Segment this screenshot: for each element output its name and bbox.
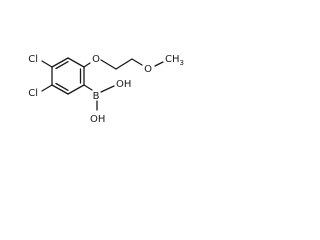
bond-to-cl-top	[41, 60, 53, 68]
ring-bond-bottom-right	[67, 84, 85, 95]
bond-methoxy-o-to-ch3	[154, 61, 164, 67]
benzene-ring	[51, 57, 85, 95]
ring-bond-top-left	[51, 57, 69, 68]
atom-labels: Cl Cl O O CH3 B OH OH	[28, 54, 184, 125]
ring-bond-bottom-left	[51, 84, 69, 95]
hydroxyl-label-right: OH	[116, 79, 131, 90]
substituent-bonds	[41, 58, 164, 111]
bond-ch2-to-methoxy-o	[131, 58, 143, 66]
bond-ring-to-ether-o	[83, 62, 91, 68]
bond-to-cl-bottom	[41, 84, 53, 92]
chemical-structure-diagram: Cl Cl O O CH3 B OH OH	[28, 54, 184, 125]
chlorine-label-bottom: Cl	[28, 88, 38, 99]
chlorine-label-top: Cl	[28, 54, 38, 65]
ring-double-bond-bottom-left	[55, 82, 69, 91]
bond-ether-o-to-ch2	[100, 59, 117, 70]
bond-ring-to-boron	[83, 84, 93, 91]
boron-label: B	[93, 91, 100, 102]
hydroxyl-label-bottom: OH	[90, 114, 105, 125]
ring-bond-top-right	[67, 57, 85, 68]
ring-double-bond-top-left	[55, 61, 69, 70]
methyl-label: CH3	[165, 54, 184, 67]
bond-boron-to-oh-right	[100, 85, 115, 93]
bond-ch2-to-ch2	[115, 58, 133, 70]
methoxy-oxygen-label: O	[144, 64, 152, 75]
ether-oxygen-label: O	[92, 54, 100, 65]
